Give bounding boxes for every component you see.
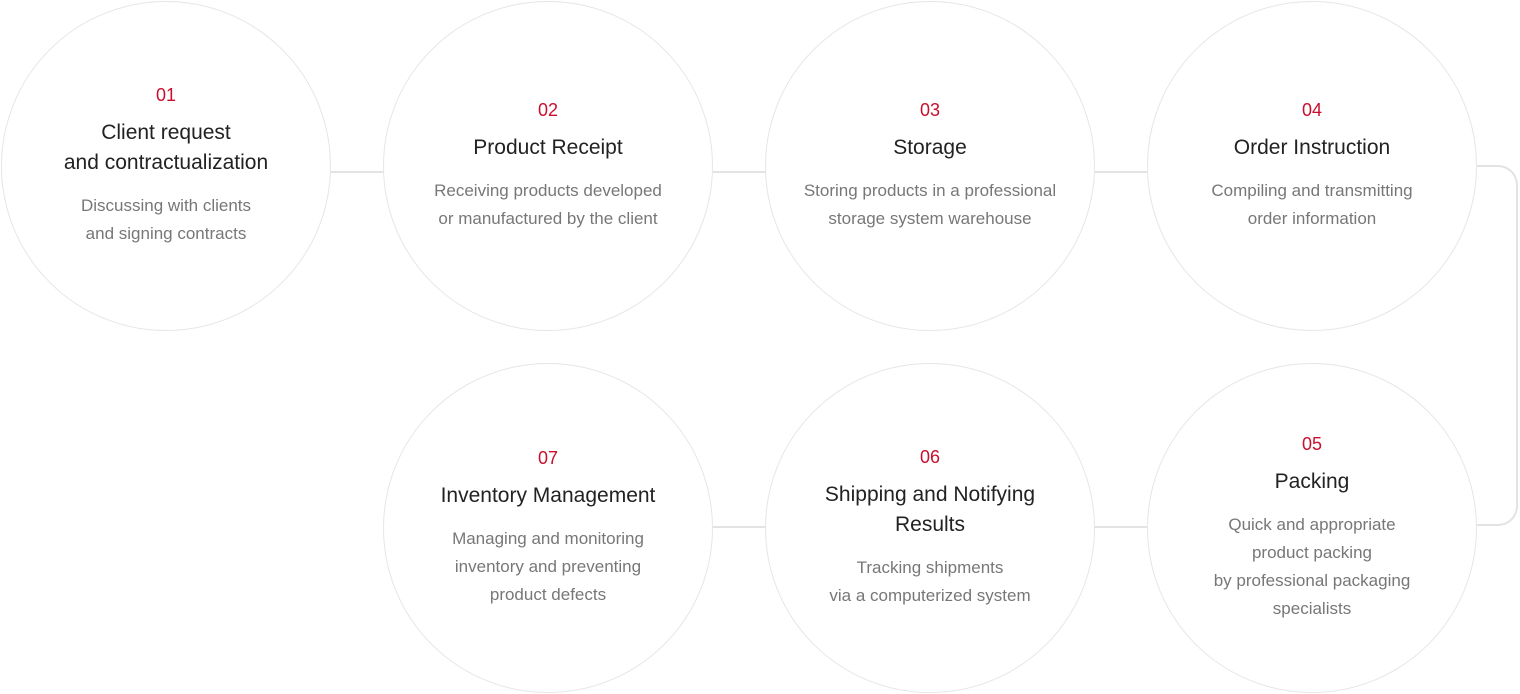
connector-04-05 [1476,165,1518,526]
connector-01-02 [331,171,384,173]
step-title: Storage [893,136,967,159]
step-number: 03 [919,100,941,120]
connector-02-03 [713,171,766,173]
step-number: 02 [537,100,559,120]
step-06-shipping: 06 Shipping and Notifying Results Tracki… [765,363,1095,693]
step-description: Storing products in a professional stora… [803,181,1057,228]
step-title: Product Receipt [473,136,623,159]
step-description: Tracking shipments via a computerized sy… [829,558,1031,605]
step-number: 06 [919,447,941,467]
connector-05-06 [1095,526,1148,528]
step-number: 01 [155,85,177,105]
step-description: Quick and appropriate product packing by… [1213,515,1411,618]
step-04-order-instruction: 04 Order Instruction Compiling and trans… [1147,1,1477,331]
step-title: Order Instruction [1233,136,1391,159]
step-07-inventory-management: 07 Inventory Management Managing and mon… [383,363,713,693]
step-title: Inventory Management [440,484,656,507]
step-05-packing: 05 Packing Quick and appropriate product… [1147,363,1477,693]
step-01-client-request: 01 Client request and contractualization… [1,1,331,331]
step-number: 04 [1301,100,1323,120]
connector-06-07 [713,526,766,528]
step-title: Shipping and Notifying Results [824,483,1036,536]
step-description: Compiling and transmitting order informa… [1211,181,1413,228]
connector-03-04 [1095,171,1148,173]
step-description: Managing and monitoring inventory and pr… [452,529,644,604]
step-02-product-receipt: 02 Product Receipt Receiving products de… [383,1,713,331]
step-description: Receiving products developed or manufact… [434,181,662,228]
step-title: Client request and contractualization [63,121,269,174]
step-description: Discussing with clients and signing cont… [80,196,252,243]
step-03-storage: 03 Storage Storing products in a profess… [765,1,1095,331]
step-number: 05 [1301,434,1323,454]
step-number: 07 [537,448,559,468]
step-title: Packing [1274,470,1350,493]
